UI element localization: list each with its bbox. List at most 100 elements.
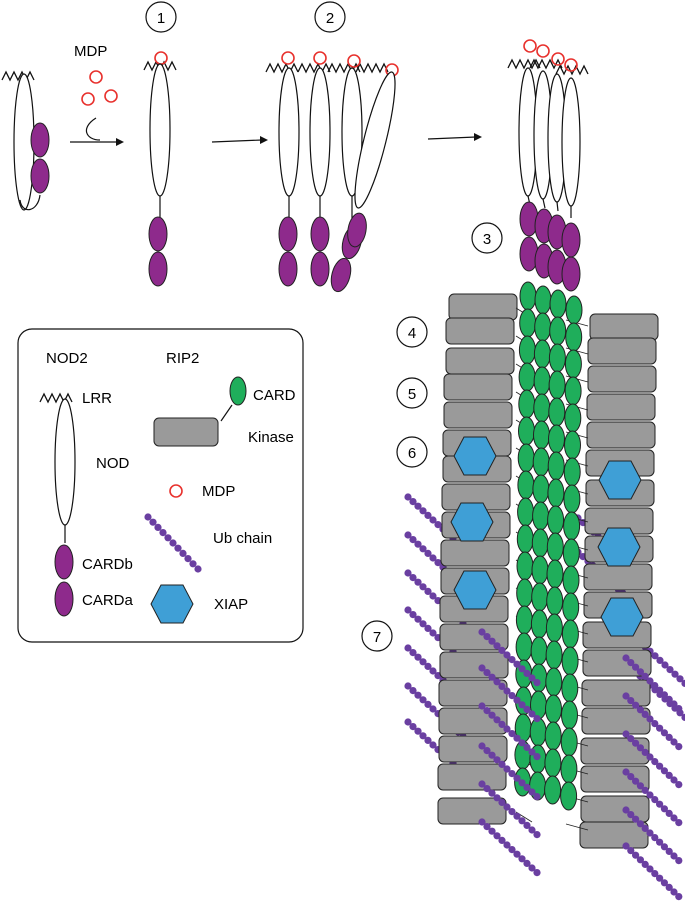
xiap-hexagon [453,570,497,610]
rip2-card [544,721,562,751]
xiap-hexagon [598,460,642,500]
rip2-card [564,403,582,433]
step-4-label: 4 [408,325,416,342]
rip2-card [546,559,564,589]
kinase-domain [439,651,509,679]
legend-xiap: XIAP [214,596,248,613]
linker [565,823,589,831]
rip2-card [545,640,563,670]
step-5-label: 5 [408,386,416,403]
ub-chain [478,818,541,877]
kinase-domain [580,737,650,765]
ub-chain [622,692,683,751]
rip2-card [518,389,536,419]
ub-chain [478,742,541,801]
step-markers-lower: 4 5 6 7 [361,316,428,652]
kinase-column-left [437,293,518,825]
xiap-hexagon [450,502,494,542]
rip2-card [515,632,533,662]
step-2-label: 2 [326,10,334,27]
rip2-card [518,416,535,446]
rip2-card [531,582,549,612]
rip2-card [562,565,580,595]
legend-carda: CARDa [82,592,134,609]
nod2-oligomer-final [507,39,589,292]
ub-chain [478,702,541,761]
kinase-domain [437,763,507,791]
step-2-marker: 2 [314,1,346,33]
rip2-card [549,289,567,319]
rip2-card [533,420,550,450]
rip2-card [534,285,552,315]
legend-rip2-title: RIP2 [166,350,199,367]
rip2-card [547,505,565,535]
arrow-1 [70,138,124,146]
rip2-card [516,524,534,554]
step-3-marker: 3 [471,222,503,254]
rip2-card [562,538,580,568]
rip2-card [545,613,563,643]
kinase-domain [586,393,656,421]
rip2-card [562,592,580,622]
rip2-card [548,397,566,427]
legend-cardb: CARDb [82,556,133,573]
rip2-card [560,754,578,784]
rip2-card [532,447,550,477]
legend-ub-chain-shape [144,513,202,573]
rip2-card [546,532,564,562]
rip2-card [517,470,535,500]
rip2-card [533,339,551,369]
legend-kinase: Kinase [248,429,294,446]
rip2-card [531,555,549,585]
rip2-card [544,775,562,805]
ub-chain [478,780,541,839]
top-row: MDP 1 2 [1,1,589,295]
rip2-card [563,511,581,541]
kinase-domain [580,765,650,793]
rip2-card [549,316,567,346]
legend-lrr: LRR [82,390,112,407]
kinase-column-right [579,313,659,849]
rip2-card [531,528,549,558]
rip2-card [534,312,552,342]
nod2-open [143,51,177,287]
ub-chains-front [478,628,683,901]
rip2-card [563,457,581,487]
xiap-hexagon [453,436,497,476]
mdp-label: MDP [74,43,107,60]
rip2-card-filament [514,281,583,811]
step-6-label: 6 [408,445,416,462]
ub-chain [622,842,683,901]
kinase-domain [581,679,651,707]
kinase-domain [583,563,653,591]
kinase-domain [443,373,513,401]
rip2-card [518,362,536,392]
ub-chain [622,654,683,713]
rip2-card [533,366,551,396]
rip2-card [516,551,534,581]
rip2-card [530,609,548,639]
rip2-card [548,370,566,400]
kinase-domain [587,365,657,393]
kinase-domain [437,797,507,825]
legend-card: CARD [253,387,296,404]
rip2-card [565,322,583,352]
rip2-card [564,349,582,379]
legend-mdp: MDP [202,483,235,500]
rip2-card [561,700,578,730]
kinase-domain [443,401,513,429]
legend-nod-shape [54,398,76,526]
ub-chain [478,628,541,687]
rip2-card [548,343,566,373]
rip2-card [564,376,582,406]
ub-chain [144,513,202,573]
rip2-card [544,748,562,778]
binding-curve-arrow [85,117,101,141]
legend-nod2-title: NOD2 [46,350,88,367]
rip2-card [548,424,565,454]
rip2-card [516,578,534,608]
ub-chain [622,806,683,865]
rip2-card [529,717,547,747]
rip2-card [561,673,579,703]
